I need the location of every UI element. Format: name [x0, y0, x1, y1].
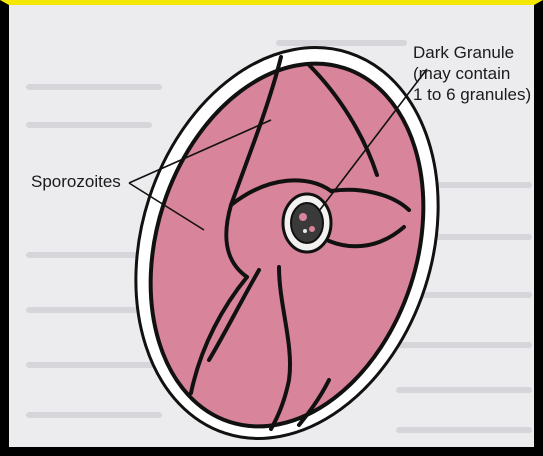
dark-granule-label-line2: (may contain [413, 63, 531, 84]
dark-granule-label: Dark Granule (may contain 1 to 6 granule… [413, 42, 531, 105]
sporozoites-label: Sporozoites [31, 171, 121, 192]
dark-granule-label-line3: 1 to 6 granules) [413, 84, 531, 105]
dark-granule-label-line1: Dark Granule [413, 42, 531, 63]
dark-granule [283, 194, 331, 252]
